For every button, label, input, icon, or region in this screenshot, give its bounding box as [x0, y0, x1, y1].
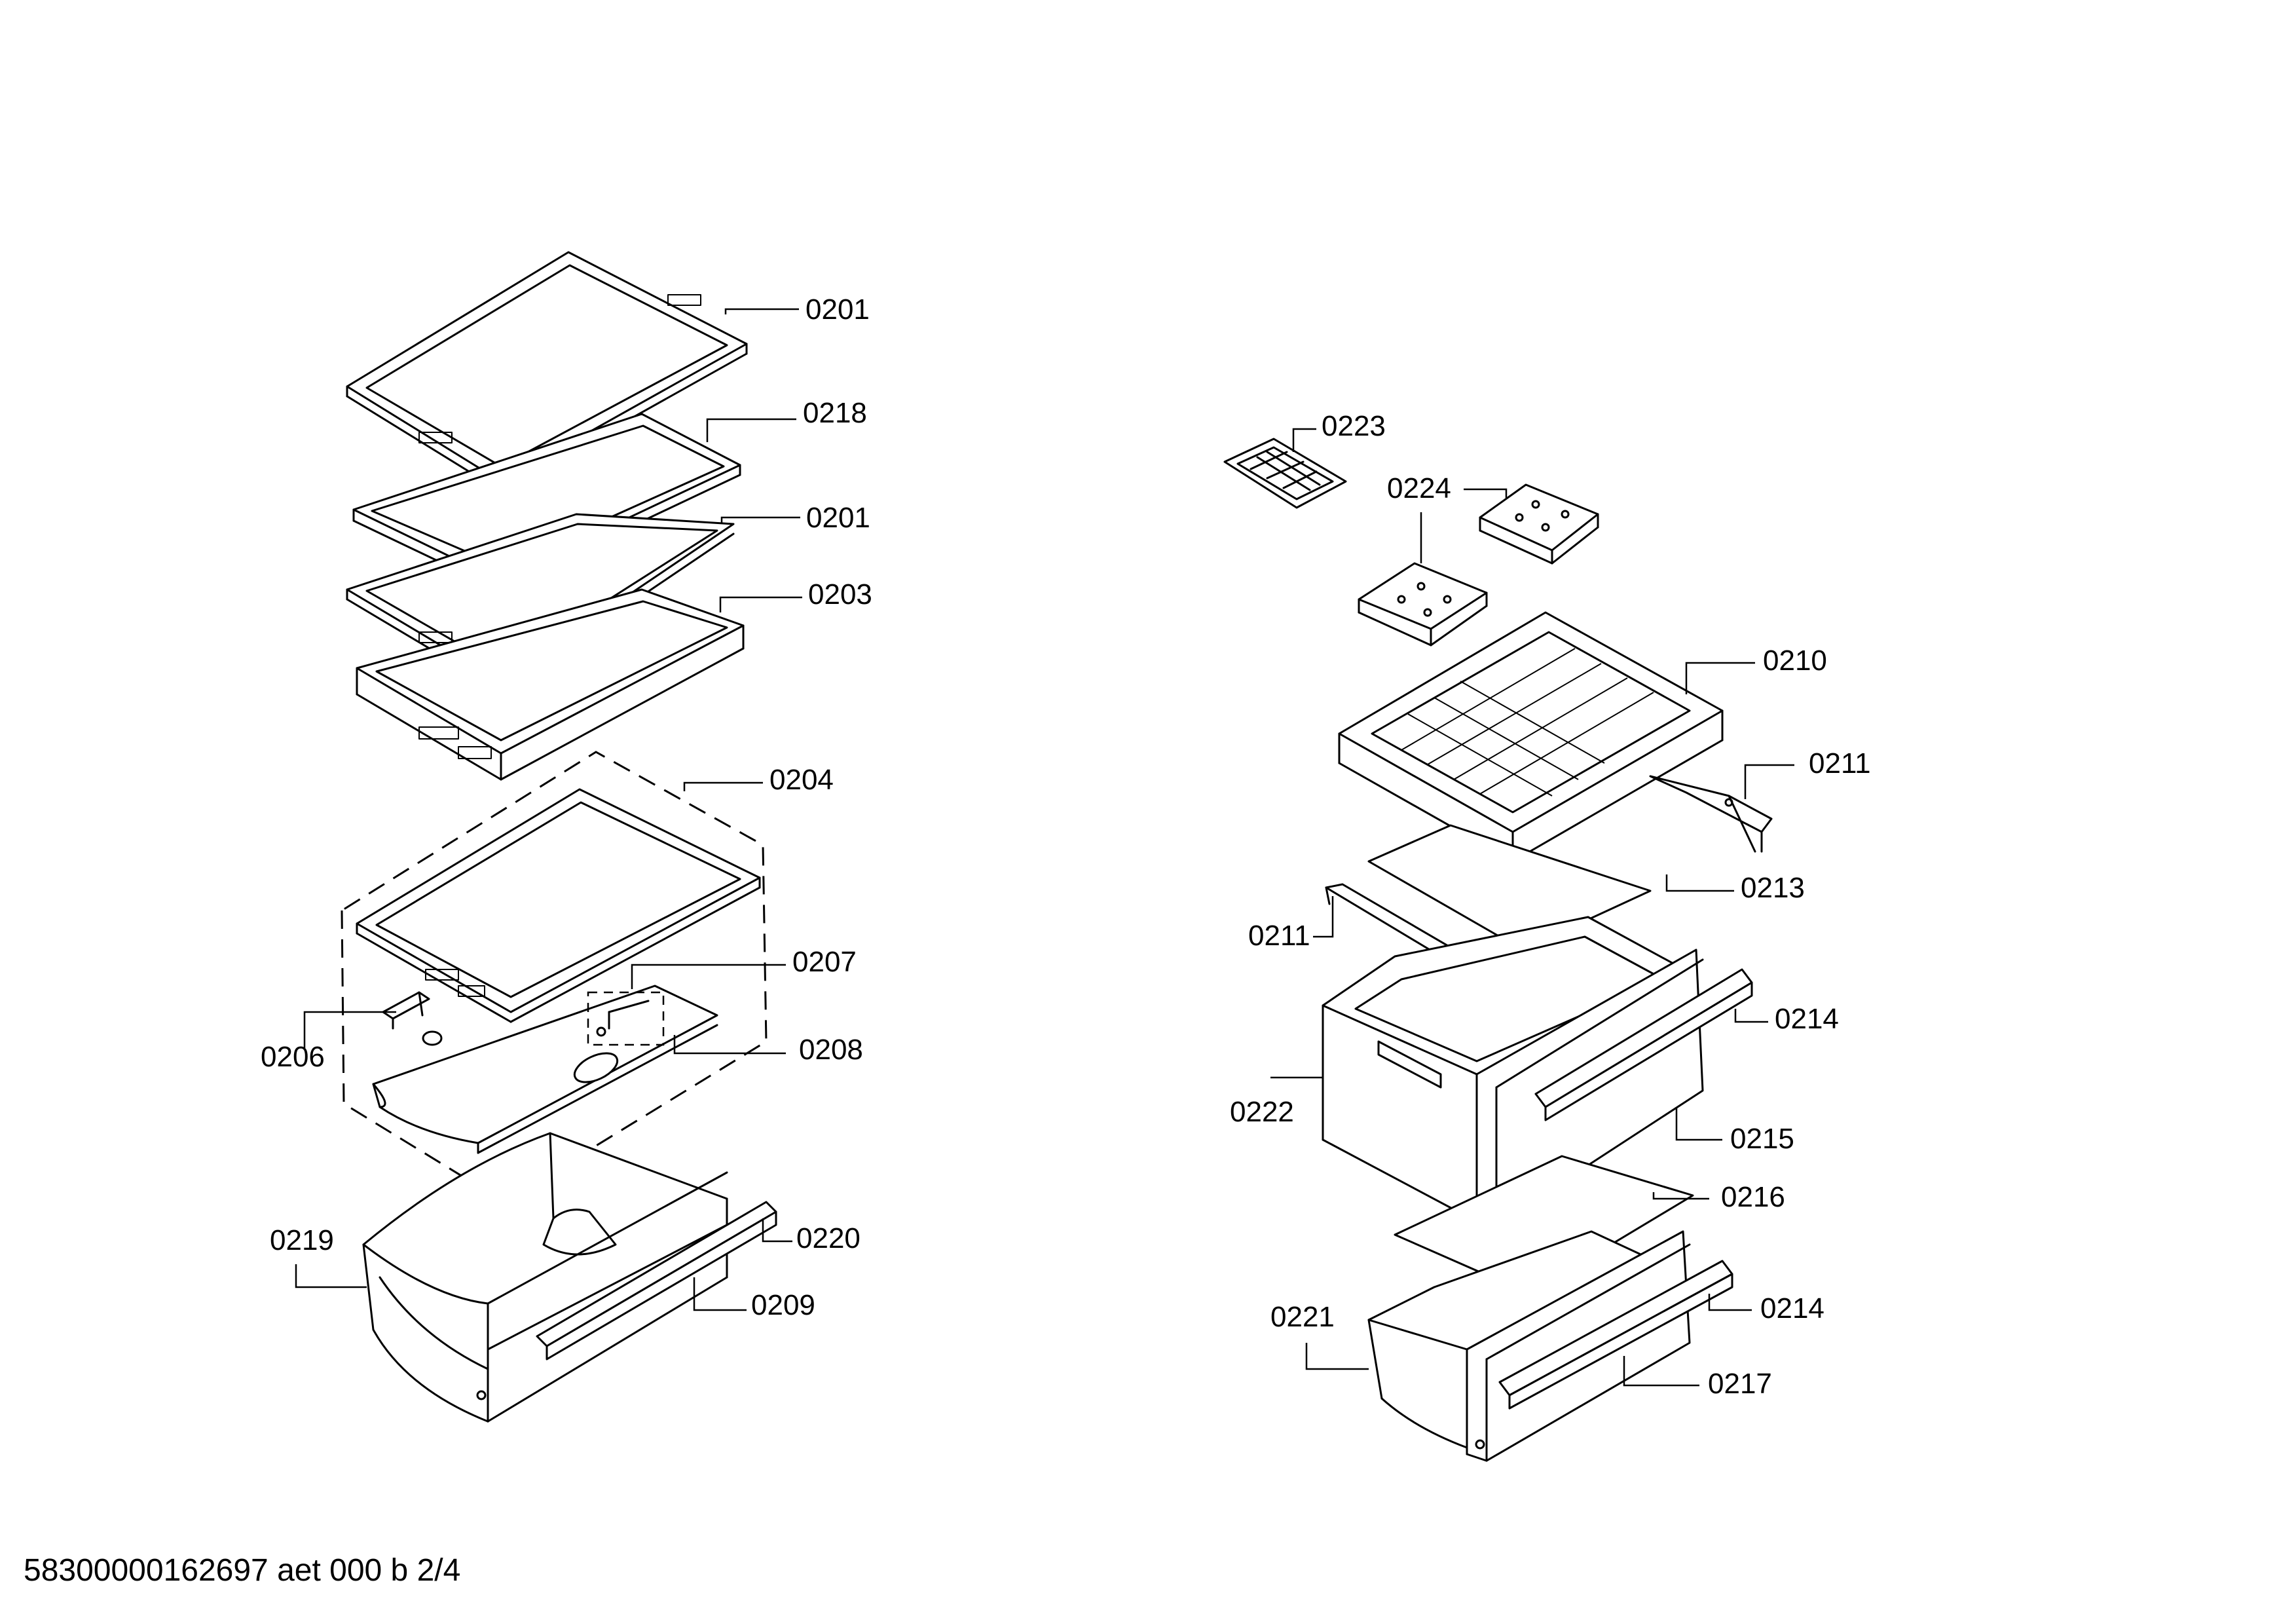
label-0220: 0220	[796, 1222, 861, 1254]
label-0223: 0223	[1322, 410, 1386, 442]
label-0207: 0207	[792, 946, 857, 978]
label-0211-left: 0211	[1248, 920, 1310, 952]
label-0214-lower: 0214	[1760, 1292, 1824, 1324]
label-0221: 0221	[1270, 1301, 1335, 1333]
label-0216: 0216	[1721, 1181, 1785, 1213]
handle-0220	[536, 1201, 777, 1361]
label-0209: 0209	[751, 1289, 815, 1321]
lid-0208	[372, 985, 718, 1154]
label-0213: 0213	[1741, 872, 1805, 904]
label-0222: 0222	[1230, 1096, 1294, 1128]
label-0210: 0210	[1763, 645, 1827, 677]
tray-0203	[356, 588, 745, 781]
label-0224: 0224	[1387, 472, 1451, 504]
handle-0214-lower	[1498, 1260, 1733, 1410]
label-0206: 0206	[261, 1041, 325, 1073]
shelf-0204-glass	[356, 788, 761, 1023]
tray-0210	[1338, 611, 1724, 863]
label-0204: 0204	[769, 764, 834, 796]
label-0211-right: 0211	[1809, 747, 1871, 779]
label-0217: 0217	[1708, 1368, 1772, 1400]
clip-0206	[382, 991, 443, 1046]
label-0215: 0215	[1730, 1123, 1794, 1155]
label-0201-top: 0201	[805, 293, 870, 326]
label-0218: 0218	[803, 397, 867, 429]
label-0214-upper: 0214	[1775, 1003, 1839, 1035]
document-id-footer: 58300000162697 aet 000 b 2/4	[24, 1553, 461, 1588]
leader-lines	[295, 308, 1794, 1387]
rail-0211-right	[1649, 775, 1773, 853]
drawer-0222	[1322, 916, 1697, 1223]
cold-pack-0224-left	[1358, 562, 1488, 647]
label-0203: 0203	[808, 578, 872, 610]
label-0219: 0219	[270, 1224, 334, 1256]
label-0201-second: 0201	[806, 502, 870, 534]
handle-0214-upper	[1534, 968, 1753, 1121]
ice-tray-0223	[1223, 438, 1347, 509]
group-outline-0204	[341, 751, 768, 1203]
label-0208: 0208	[799, 1034, 863, 1066]
cold-pack-0224-right	[1479, 483, 1599, 565]
